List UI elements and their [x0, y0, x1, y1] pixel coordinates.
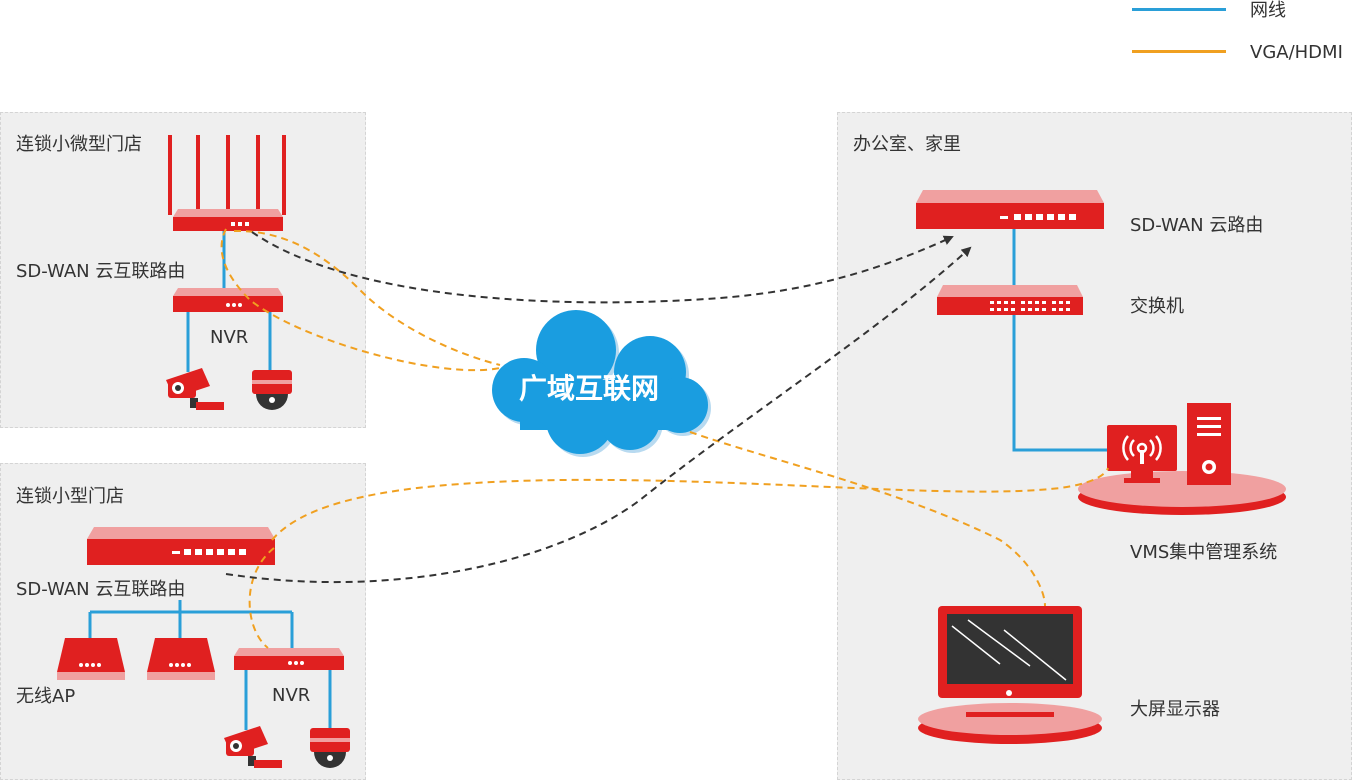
dome-camera-icon [252, 370, 292, 410]
bullet-camera-icon [166, 368, 224, 410]
office-router-label: SD-WAN 云路由 [1130, 215, 1264, 236]
small-store-nvr-label: NVR [272, 685, 311, 706]
office-vms-label: VMS集中管理系统 [1130, 542, 1278, 563]
nvr-device-small [234, 648, 344, 670]
net-lines-small-switch [88, 600, 294, 650]
wireless-ap-device-2 [147, 638, 215, 680]
tunnel-arrow-small-office [225, 246, 972, 583]
dome-camera-icon-small [310, 728, 350, 768]
vga-line-small-nvr [248, 547, 275, 649]
small-store-router-label: SD-WAN 云互联路由 [16, 579, 186, 600]
panel-small-store [0, 463, 366, 780]
legend-label-network: 网线 [1250, 0, 1286, 21]
small-store-title: 连锁小型门店 [16, 486, 124, 507]
sdwan-router-device-office [916, 190, 1104, 229]
vms-workstation-device [1078, 403, 1286, 515]
cloud-label: 广域互联网 [519, 372, 660, 405]
office-title: 办公室、家里 [853, 134, 961, 155]
legend-label-vga: VGA/HDMI [1250, 42, 1343, 63]
vga-line-cloud-screen [689, 431, 1046, 607]
vga-line-micro-cloud [220, 228, 501, 372]
switch-device [937, 285, 1083, 315]
legend-line-network [1132, 8, 1226, 11]
net-line-switch-vms [1012, 315, 1108, 452]
vga-line-micro-cloud-2 [233, 229, 501, 366]
office-switch-label: 交换机 [1130, 296, 1184, 317]
router-antenna-device [168, 135, 286, 231]
bullet-camera-icon-small [224, 726, 282, 768]
micro-store-router-label: SD-WAN 云互联路由 [16, 261, 186, 282]
nvr-device-top [173, 288, 283, 312]
wireless-ap-device-1 [57, 638, 125, 680]
legend-line-vga [1132, 50, 1226, 53]
office-screen-label: 大屏显示器 [1130, 699, 1220, 720]
sdwan-router-device-small [87, 527, 275, 565]
vga-line-small-vms [271, 467, 1109, 541]
tunnel-arrow-micro-office [251, 231, 954, 304]
internet-cloud-icon [492, 310, 711, 457]
micro-store-title: 连锁小微型门店 [16, 134, 142, 155]
small-store-ap-label: 无线AP [16, 686, 76, 707]
big-screen-monitor-device [918, 606, 1102, 744]
micro-store-nvr-label: NVR [210, 327, 249, 348]
